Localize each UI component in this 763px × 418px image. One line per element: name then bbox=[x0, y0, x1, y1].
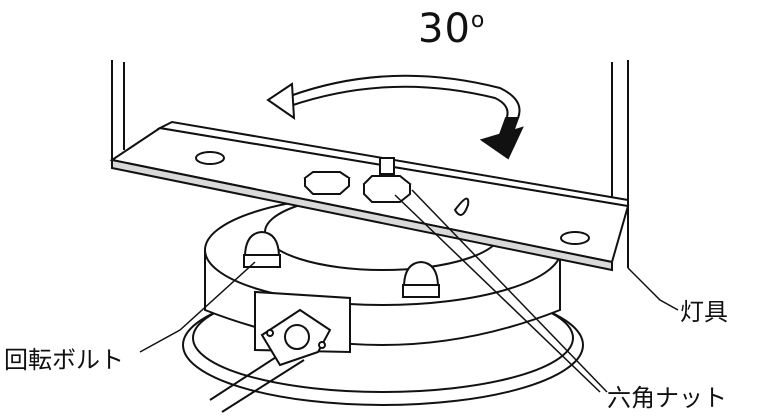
hex-nut-left bbox=[303, 171, 351, 195]
leader-nut-b bbox=[411, 189, 608, 393]
fixture-housing bbox=[111, 60, 629, 268]
label-hex-nut: 六角ナット bbox=[607, 384, 727, 412]
rotation-angle-label: 30o bbox=[418, 6, 485, 52]
rotation-arrow-icon bbox=[266, 74, 524, 160]
hex-nut-center bbox=[362, 157, 412, 203]
label-rotation-bolt: 回転ボルト bbox=[4, 346, 124, 374]
leader-bolt bbox=[139, 261, 256, 353]
rotation-angle-value: 30 bbox=[418, 6, 471, 52]
label-fixture: 灯具 bbox=[680, 298, 728, 326]
leader-nut-a bbox=[394, 194, 601, 393]
dome-bolt-left bbox=[243, 230, 281, 268]
cable-gland bbox=[260, 308, 332, 367]
leader-lines bbox=[139, 189, 679, 393]
degree-symbol: o bbox=[470, 8, 486, 33]
leader-fixture bbox=[627, 267, 679, 311]
dome-bolt-right bbox=[402, 260, 440, 298]
